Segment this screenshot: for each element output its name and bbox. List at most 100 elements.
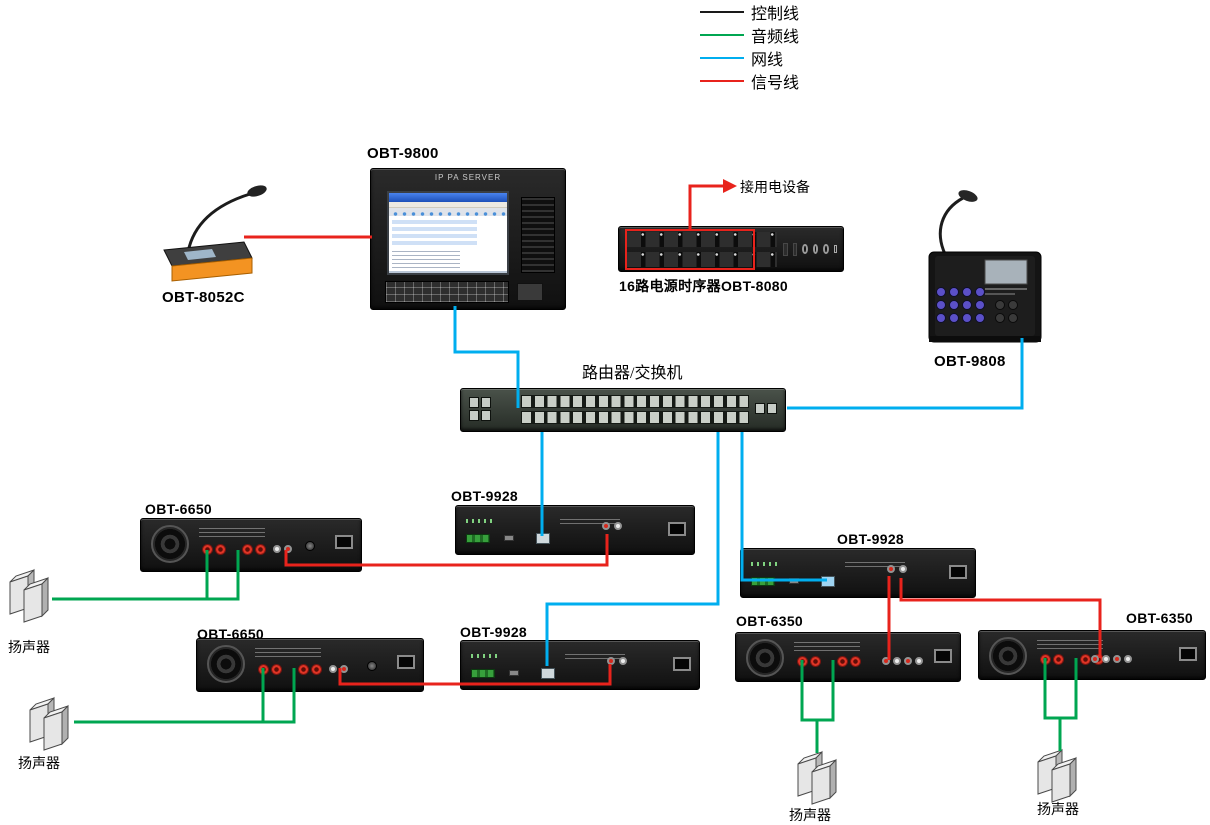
mic-capsule [247, 185, 267, 197]
power-inlet [1179, 647, 1197, 661]
obt-6350-amplifier-2 [978, 630, 1206, 680]
binding-post [1081, 655, 1090, 664]
server-keyboard [385, 281, 509, 303]
port-row [521, 395, 749, 408]
network-switch [460, 388, 786, 432]
obt-6650-amplifier-2 [196, 638, 424, 692]
fan-grill [207, 645, 245, 683]
station-base [929, 336, 1041, 342]
server-trackpad [517, 283, 543, 301]
binding-post [256, 545, 265, 554]
obt-9928-adapter-1 [455, 505, 695, 555]
label-obt-6350-2: OBT-6350 [1126, 610, 1193, 626]
speaker-2 [28, 694, 76, 754]
power-inlet [934, 649, 952, 663]
port-strip [521, 395, 749, 427]
power-inlet [673, 657, 691, 671]
rca-input-jacks [273, 545, 292, 553]
rca-output-jacks [602, 522, 622, 530]
port [755, 403, 765, 414]
binding-post [259, 665, 268, 674]
rca-output-jacks [887, 565, 907, 573]
binding-post [798, 657, 807, 666]
signal-line-swatch [700, 79, 744, 82]
power-inlet [949, 565, 967, 579]
function-buttons [995, 300, 1018, 323]
right-ports [755, 403, 777, 414]
port-row [521, 411, 749, 424]
legend-label-control: 控制线 [751, 5, 800, 23]
fan-grill [151, 525, 189, 563]
rca-red [1113, 655, 1121, 663]
rca-white [273, 545, 281, 553]
rca-red [904, 657, 912, 665]
legend-label-signal: 信号线 [751, 74, 800, 92]
status-leds [751, 562, 781, 566]
rca-white [899, 565, 907, 573]
speaker-binding-posts [798, 657, 860, 666]
rca-input-jacks [1091, 655, 1132, 663]
station-display [984, 259, 1028, 285]
port [481, 410, 491, 421]
device-list-rows [392, 219, 477, 245]
legend-label-network: 网线 [751, 51, 784, 69]
binding-post [243, 545, 252, 554]
round-connector [823, 244, 829, 254]
rca-white [1102, 655, 1110, 663]
speaker-3 [796, 748, 844, 808]
binding-post [312, 665, 321, 674]
obt-6650-amplifier-1 [140, 518, 362, 572]
binding-post [851, 657, 860, 666]
obt-9800-server: IP PA SERVER [370, 168, 566, 310]
outlet-row [627, 232, 777, 247]
rca-red [340, 665, 348, 673]
binding-post [216, 545, 225, 554]
power-inlet [668, 522, 686, 536]
panel-text [845, 562, 905, 570]
legend-label-audio: 音频线 [751, 28, 800, 46]
fan-grill [746, 639, 784, 677]
rca-red [887, 565, 895, 573]
aux-outlet [792, 242, 797, 256]
obt-9808-paging-station [928, 190, 1042, 343]
label-obt-6350-1: OBT-6350 [736, 613, 803, 629]
server-panel-text: IP PA SERVER [434, 173, 502, 182]
rca-input-jacks [329, 665, 348, 673]
power-switch [833, 245, 837, 253]
binding-post [203, 545, 212, 554]
server-screen [387, 191, 509, 275]
legend-item-control-line: 控制线 [700, 2, 800, 23]
label-power-load: 接用电设备 [740, 181, 810, 196]
network-wire-station-switch [787, 338, 1024, 410]
legend-item-audio-line: 音频线 [700, 25, 800, 46]
label-speaker-2: 扬声器 [18, 757, 60, 772]
obt-8052c-paging-mic [163, 185, 267, 282]
outlet-grid [627, 232, 777, 272]
panel-text [794, 642, 860, 652]
label-obt-9808: OBT-9808 [934, 353, 1006, 370]
rj45-port [536, 533, 550, 544]
power-inlet [335, 535, 353, 549]
usb-port [789, 578, 799, 584]
obt-9928-adapter-2 [740, 548, 976, 598]
fan-grill [989, 637, 1027, 675]
selection-frame [625, 229, 755, 270]
rca-red [607, 657, 615, 665]
rca-red [882, 657, 890, 665]
terminal-block [751, 577, 775, 586]
status-leds [466, 519, 496, 523]
label-speaker-3: 扬声器 [789, 809, 831, 824]
label-obt-9928-1: OBT-9928 [451, 488, 518, 504]
binding-post [838, 657, 847, 666]
obt-9928-adapter-3 [460, 640, 700, 690]
port [767, 403, 777, 414]
label-speaker-4: 扬声器 [1037, 803, 1079, 818]
label-switch: 路由器/交换机 [582, 365, 683, 382]
binding-post [811, 657, 820, 666]
label-obt-9928-2: OBT-9928 [837, 531, 904, 547]
binding-post [299, 665, 308, 674]
rca-white [893, 657, 901, 665]
label-obt-9800: OBT-9800 [367, 145, 439, 162]
obt-6350-amplifier-1 [735, 632, 961, 682]
